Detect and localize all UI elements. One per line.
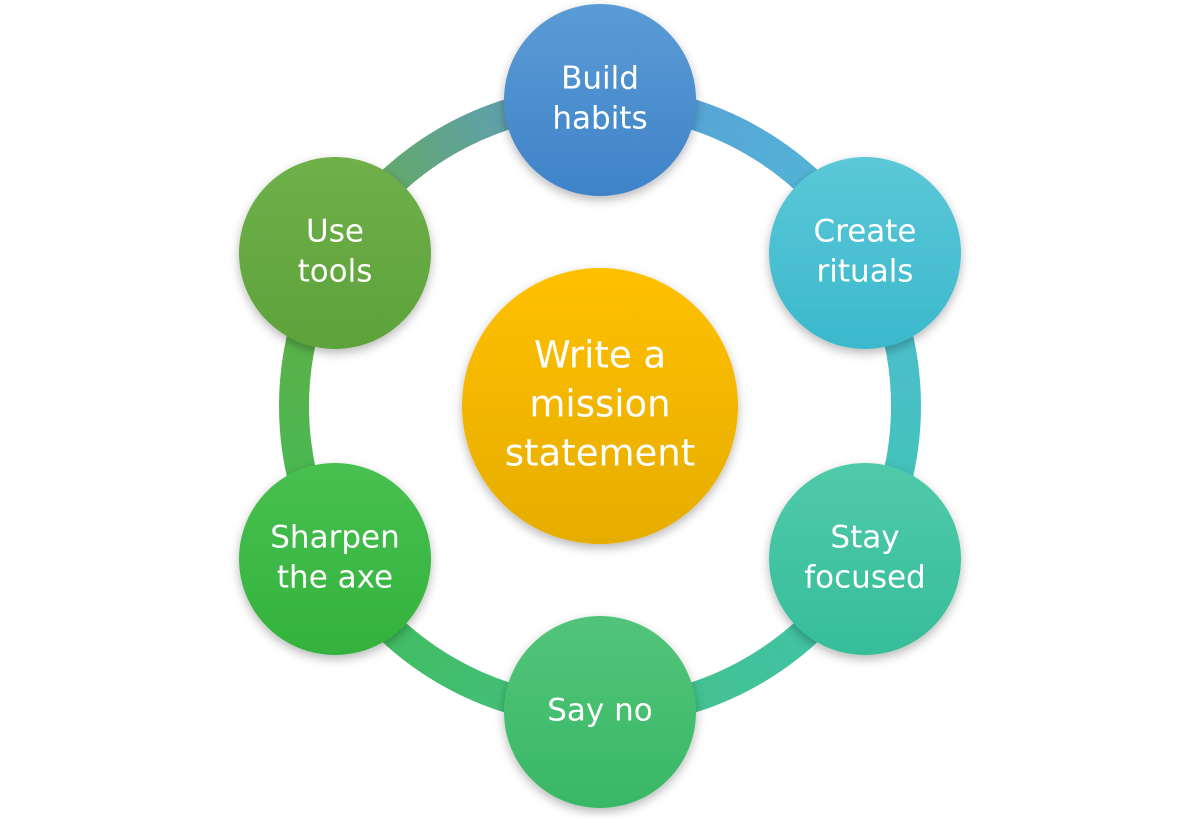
node-circle	[504, 616, 696, 808]
cycle-node: Build habits	[504, 4, 696, 196]
node-circle	[769, 157, 962, 349]
node-label-line: focused	[804, 560, 925, 596]
node-label-line: Say no	[547, 693, 653, 729]
center-label-line: Write a	[534, 334, 666, 377]
node-label-line: habits	[552, 101, 647, 137]
center-group: Write a mission statement	[462, 268, 738, 544]
center-circle	[462, 268, 738, 544]
cycle-node: Sharpen the axe	[238, 463, 431, 655]
node-label-line: tools	[298, 254, 373, 290]
cycle-node: Stay focused	[769, 463, 962, 655]
center-node: Write a mission statement	[462, 268, 738, 544]
node-circle	[238, 463, 431, 655]
node-label-line: Stay	[830, 520, 899, 556]
node-label-line: Use	[306, 214, 364, 250]
node-label-line: the axe	[277, 560, 393, 596]
cycle-node: Use tools	[238, 157, 431, 349]
node-circle	[769, 463, 962, 655]
cycle-node: Create rituals	[769, 157, 962, 349]
center-label-line: statement	[505, 432, 696, 475]
node-circle	[238, 157, 431, 349]
cycle-node: Say no	[504, 616, 696, 808]
node-label-line: Sharpen	[270, 520, 399, 556]
node-label-line: Create	[813, 214, 916, 250]
center-label-line: mission	[529, 383, 670, 426]
node-label-line: rituals	[817, 254, 914, 290]
node-circle	[504, 4, 696, 196]
node-label-line: Build	[561, 61, 639, 97]
